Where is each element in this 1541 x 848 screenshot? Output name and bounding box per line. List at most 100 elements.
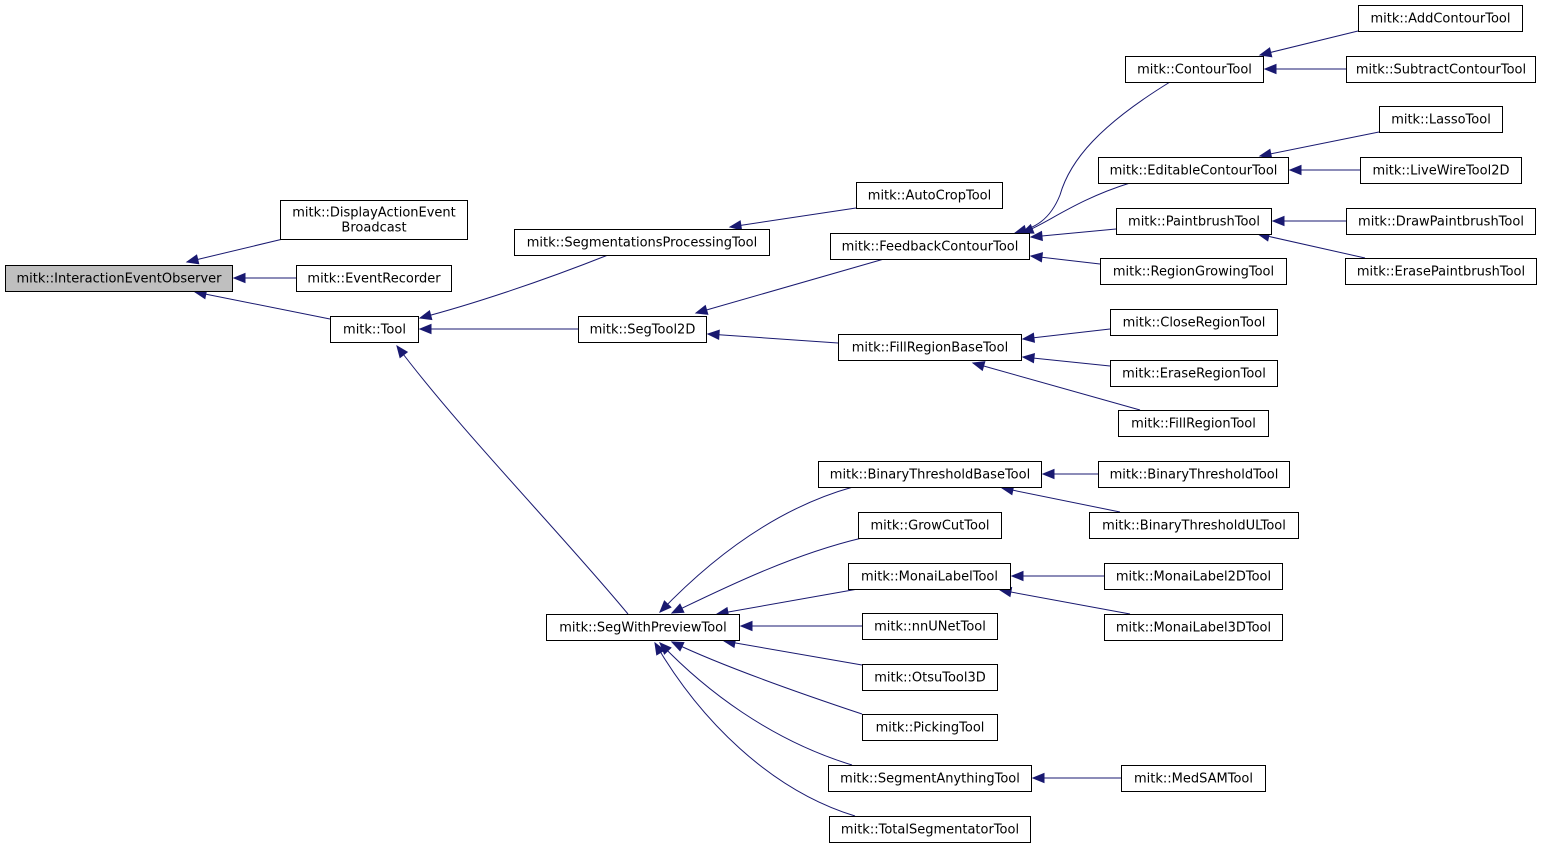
class-node-ect[interactable]: mitk::EditableContourTool: [1098, 157, 1289, 184]
class-node-mlt[interactable]: mitk::MonaiLabelTool: [848, 563, 1011, 590]
edge-line: [194, 291, 331, 320]
node-box: [862, 664, 998, 691]
node-label: mitk::SegmentationsProcessingTool: [527, 236, 757, 251]
class-node-btult[interactable]: mitk::BinaryThresholdULTool: [1089, 512, 1299, 539]
arrowhead: [654, 641, 666, 656]
node-box: [1104, 614, 1283, 641]
node-label: mitk::DrawPaintbrushTool: [1358, 215, 1524, 230]
edge-sct-to-ct: [1263, 63, 1346, 75]
class-node-ml3d[interactable]: mitk::MonaiLabel3DTool: [1104, 614, 1283, 641]
arrowhead: [418, 309, 433, 321]
class-node-otsu[interactable]: mitk::OtsuTool3D: [862, 664, 998, 691]
arrowhead: [1021, 332, 1036, 343]
arrowhead: [739, 620, 753, 632]
class-node-frt[interactable]: mitk::FillRegionTool: [1118, 410, 1269, 437]
node-label: mitk::EditableContourTool: [1110, 164, 1278, 179]
node-box: [856, 182, 1003, 209]
nodes-layer: mitk::InteractionEventObserver mitk::Disp…: [5, 5, 1537, 843]
node-label: mitk::ErasePaintbrushTool: [1357, 265, 1525, 280]
class-node-frbt[interactable]: mitk::FillRegionBaseTool: [838, 334, 1022, 361]
class-node-ert[interactable]: mitk::EraseRegionTool: [1110, 360, 1278, 387]
class-node-spt[interactable]: mitk::SegmentationsProcessingTool: [514, 229, 770, 256]
class-node-nnu[interactable]: mitk::nnUNetTool: [862, 613, 998, 640]
class-node-rgt[interactable]: mitk::RegionGrowingTool: [1100, 258, 1287, 285]
arrowhead: [728, 220, 743, 231]
edge-line: [1030, 228, 1117, 238]
class-node-lasso[interactable]: mitk::LassoTool: [1379, 106, 1503, 133]
node-box: [514, 229, 770, 256]
arrowhead: [1258, 47, 1273, 58]
class-node-swpt[interactable]: mitk::SegWithPreviewTool: [546, 614, 740, 641]
node-box: [1345, 258, 1537, 285]
edge-line: [654, 642, 856, 817]
class-node-ept[interactable]: mitk::ErasePaintbrushTool: [1345, 258, 1537, 285]
arrowhead: [1041, 468, 1055, 480]
node-box: [280, 200, 468, 240]
node-label: mitk::MonaiLabel2DTool: [1116, 570, 1271, 585]
node-label: mitk::FeedbackContourTool: [842, 240, 1019, 255]
node-label: mitk::nnUNetTool: [874, 620, 986, 635]
edge-act-to-spt: [728, 207, 857, 231]
edge-line: [723, 640, 863, 666]
arrowhead: [232, 272, 246, 284]
edge-frt-to-frbt: [971, 361, 1141, 411]
node-box: [1100, 258, 1287, 285]
edge-lasso-to-ect: [1258, 131, 1380, 159]
arrowhead: [1010, 570, 1024, 582]
edge-line: [396, 345, 629, 615]
class-node-sct[interactable]: mitk::SubtractContourTool: [1346, 56, 1536, 83]
edge-line: [1022, 328, 1111, 340]
class-node-ieo[interactable]: mitk::InteractionEventObserver: [5, 265, 233, 292]
arrowhead: [659, 600, 672, 613]
edge-line: [671, 641, 863, 715]
class-node-st2d[interactable]: mitk::SegTool2D: [578, 316, 707, 343]
class-node-medsam[interactable]: mitk::MedSAMTool: [1121, 765, 1266, 792]
edge-ect-to-fct: [1020, 182, 1131, 234]
class-node-ml2d[interactable]: mitk::MonaiLabel2DTool: [1104, 563, 1283, 590]
arrowhead: [971, 361, 986, 372]
node-label: mitk::GrowCutTool: [870, 519, 989, 534]
edge-line: [999, 589, 1131, 615]
edge-medsam-to-sat: [1031, 772, 1121, 784]
edge-mlt-to-swpt: [715, 588, 859, 618]
class-node-fct[interactable]: mitk::FeedbackContourTool: [830, 233, 1030, 260]
class-node-gct[interactable]: mitk::GrowCutTool: [858, 512, 1002, 539]
class-node-pick[interactable]: mitk::PickingTool: [862, 714, 998, 741]
edge-daeb-to-ieo: [185, 238, 284, 265]
node-box: [546, 614, 740, 641]
node-label: mitk::Tool: [343, 323, 406, 338]
node-box: [838, 334, 1022, 361]
class-node-tst[interactable]: mitk::TotalSegmentatorTool: [829, 816, 1031, 843]
class-node-dpt[interactable]: mitk::DrawPaintbrushTool: [1346, 208, 1536, 235]
class-node-ct[interactable]: mitk::ContourTool: [1125, 56, 1264, 83]
arrowhead: [1029, 230, 1043, 242]
class-node-pbt[interactable]: mitk::PaintbrushTool: [1116, 208, 1272, 235]
class-node-lw2d[interactable]: mitk::LiveWireTool2D: [1360, 157, 1522, 184]
arrowhead: [1021, 352, 1035, 364]
node-box: [1346, 56, 1536, 83]
edge-crt-to-frbt: [1021, 328, 1111, 343]
arrowhead: [1263, 63, 1277, 75]
node-box: [1118, 410, 1269, 437]
class-node-act[interactable]: mitk::AutoCropTool: [856, 182, 1003, 209]
edge-ert-to-frbt: [1021, 352, 1111, 367]
class-node-sat[interactable]: mitk::SegmentAnythingTool: [828, 765, 1032, 792]
node-label: mitk::ContourTool: [1137, 63, 1252, 78]
node-label: mitk::DisplayActionEvent: [292, 206, 456, 221]
class-node-crt[interactable]: mitk::CloseRegionTool: [1110, 309, 1278, 336]
edge-line: [1259, 131, 1380, 157]
arrowhead: [670, 641, 685, 652]
edge-line: [729, 207, 857, 228]
class-node-btbt[interactable]: mitk::BinaryThresholdBaseTool: [818, 461, 1042, 488]
class-node-er[interactable]: mitk::EventRecorder: [296, 265, 452, 292]
node-label: mitk::FillRegionBaseTool: [852, 341, 1008, 356]
node-label: mitk::LassoTool: [1391, 113, 1491, 128]
class-node-tool[interactable]: mitk::Tool: [330, 316, 419, 343]
class-node-adct[interactable]: mitk::AddContourTool: [1358, 5, 1523, 32]
edge-gct-to-swpt: [670, 537, 863, 614]
edge-line: [1259, 30, 1359, 56]
class-node-btt[interactable]: mitk::BinaryThresholdTool: [1098, 461, 1290, 488]
edge-ml2d-to-mlt: [1010, 570, 1104, 582]
